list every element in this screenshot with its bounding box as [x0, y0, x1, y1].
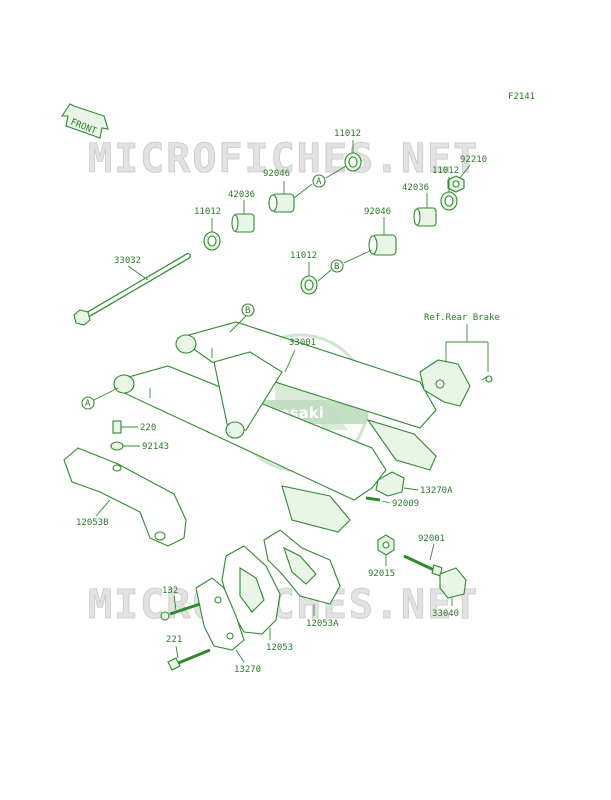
part-12053A	[263, 529, 341, 616]
part-42036-right	[413, 193, 437, 227]
label-11012-mid: 11012	[290, 251, 317, 261]
svg-text:A: A	[316, 177, 322, 187]
watermark-bottom: MICROFICHES.NET	[88, 582, 479, 628]
label-13270A: 13270A	[420, 486, 453, 496]
part-12053B	[63, 447, 187, 547]
part-33040	[439, 567, 467, 606]
label-132: 132	[162, 586, 178, 596]
callout-b-top: B	[330, 259, 344, 273]
label-42036-right: 42036	[402, 183, 429, 193]
part-13270	[195, 577, 245, 663]
label-92046-mid: 92046	[364, 207, 391, 217]
part-92143	[110, 441, 140, 451]
label-ref-rear-brake: Ref.Rear Brake	[424, 313, 500, 323]
label-92009: 92009	[392, 499, 419, 509]
part-92009	[365, 496, 391, 504]
part-11012-left	[203, 218, 221, 251]
label-12053: 12053	[266, 643, 293, 653]
label-92046-top: 92046	[263, 169, 290, 179]
label-11012-right: 11012	[432, 166, 459, 176]
label-92210: 92210	[460, 155, 487, 165]
callout-a-top: A	[312, 174, 326, 188]
label-92001: 92001	[418, 534, 445, 544]
part-92001	[403, 543, 443, 577]
part-11012-mid	[300, 262, 332, 295]
label-33001: 33001	[289, 338, 316, 348]
label-92015: 92015	[368, 569, 395, 579]
part-13270A	[375, 471, 419, 497]
part-33001-swingarm	[113, 321, 437, 533]
part-33032	[73, 253, 191, 326]
part-92046-top	[268, 165, 347, 213]
label-11012-top: 11012	[334, 129, 361, 139]
callout-a-swingarm: A	[81, 387, 119, 410]
watermark-top: MICROFICHES.NET	[88, 136, 479, 182]
callout-b-swingarm: B	[229, 303, 255, 333]
label-220: 220	[140, 423, 156, 433]
label-92143: 92143	[142, 442, 169, 452]
part-11012-right	[440, 177, 458, 211]
label-13270: 13270	[234, 665, 261, 675]
part-132	[160, 595, 201, 621]
part-221	[167, 645, 211, 671]
svg-text:B: B	[334, 262, 339, 272]
part-92015	[377, 534, 395, 566]
figure-code: F2141	[508, 92, 535, 102]
label-221: 221	[166, 635, 182, 645]
part-92210	[447, 164, 471, 193]
rear-brake-reference	[419, 324, 493, 407]
label-11012-left: 11012	[194, 207, 221, 217]
label-42036-left: 42036	[228, 190, 255, 200]
part-92046-mid	[343, 217, 397, 264]
svg-text:B: B	[245, 306, 250, 316]
part-11012-top	[344, 140, 362, 172]
part-42036-left	[231, 200, 255, 233]
label-33032: 33032	[114, 256, 141, 266]
label-12053B: 12053B	[76, 518, 109, 528]
svg-text:A: A	[85, 399, 91, 409]
front-arrow-icon: FRONT	[60, 103, 109, 139]
label-12053A: 12053A	[306, 619, 339, 629]
part-220	[112, 420, 138, 434]
label-33040: 33040	[432, 609, 459, 619]
